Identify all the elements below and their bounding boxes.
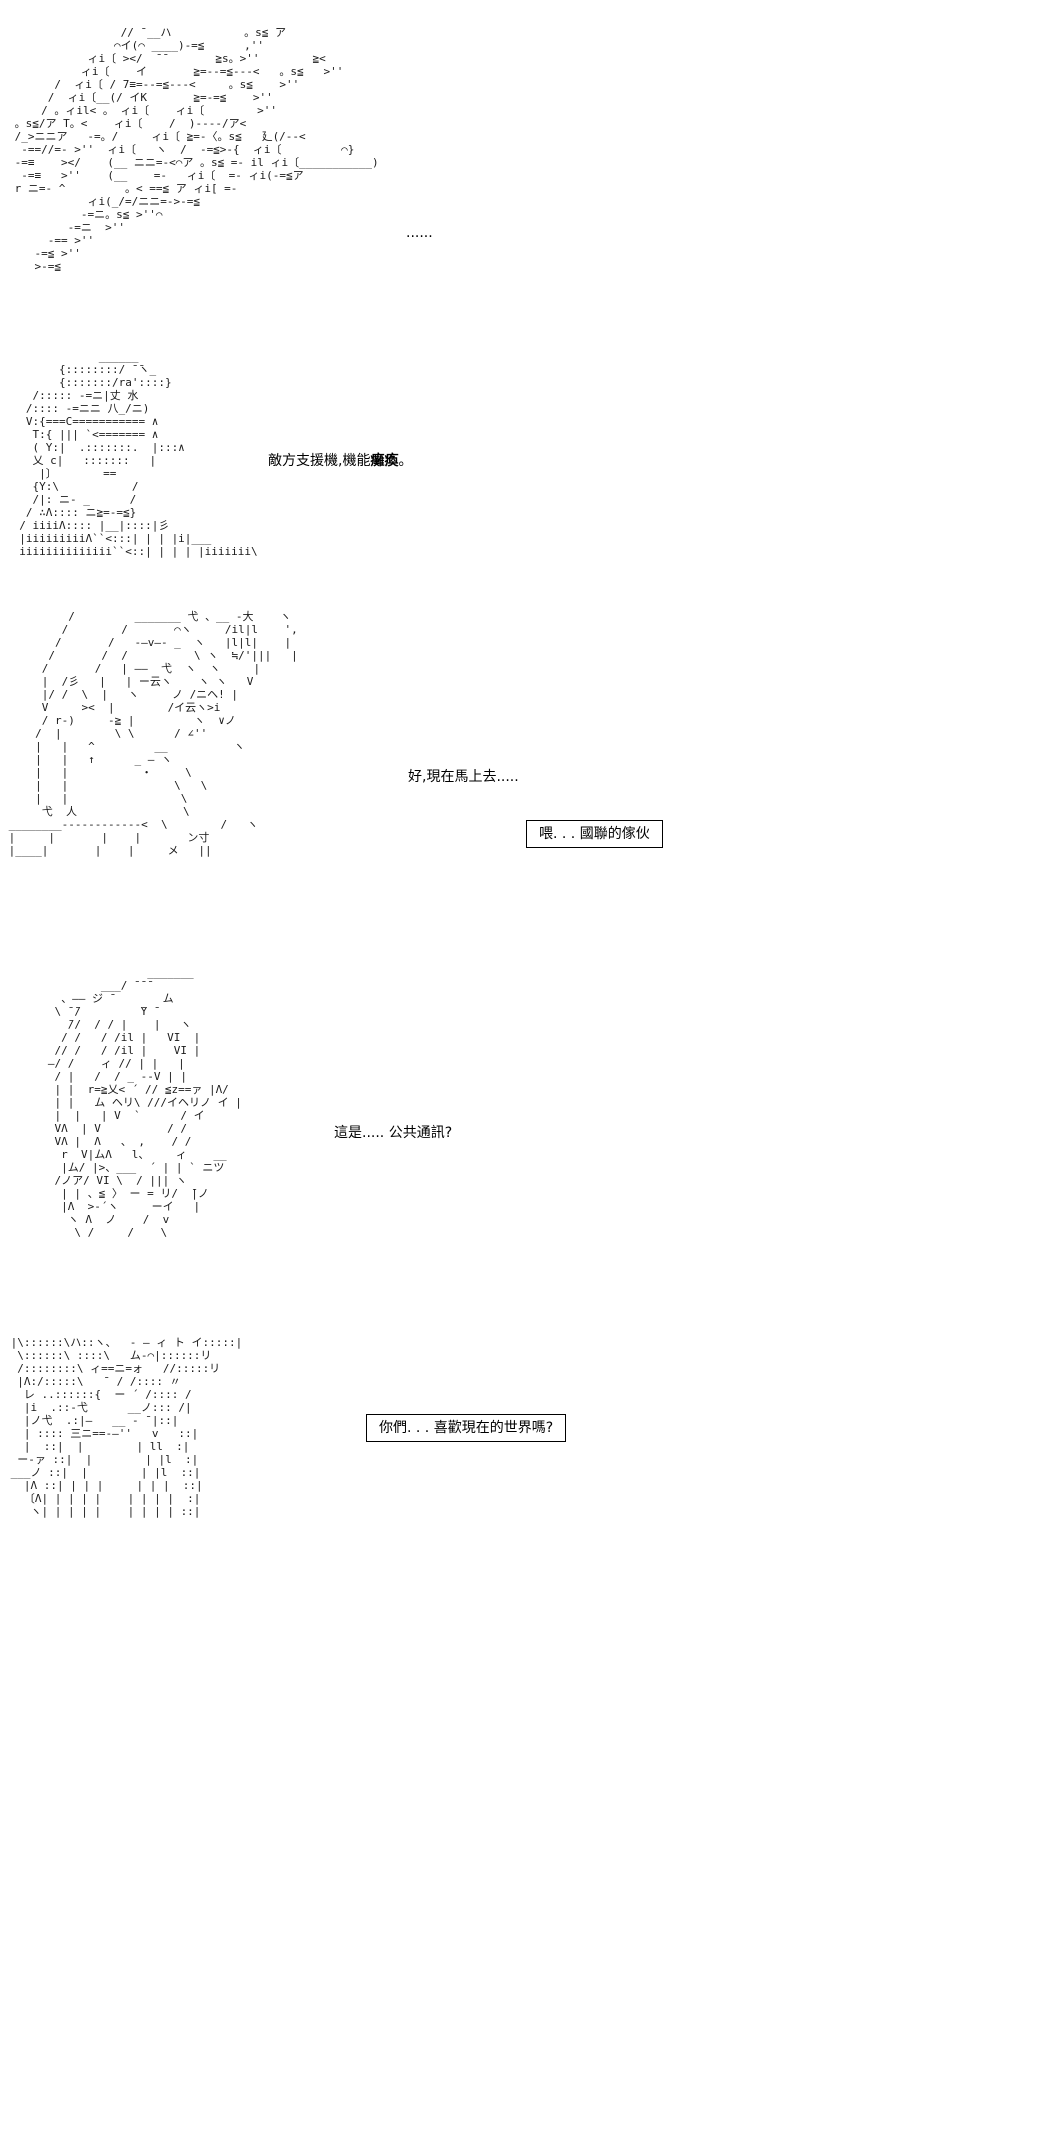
ascii-art-pilot: / _______ 弋 、__ -大 ヽ / / ⌒ヽ /il|l ', / /… bbox=[8, 610, 298, 857]
speech-box-hey-league: 喂. . . 國聯的傢伙 bbox=[526, 820, 663, 848]
ascii-art-mecha: // ̄ __ハ 。s≦ ̄ア ⌒イ(⌒ ____)-=≦ ,'' ィi〔 ><… bbox=[14, 26, 379, 273]
dialogue-support-disabled: 敵方支援機,機能癱瘓。 bbox=[268, 452, 412, 470]
narration-dots: ...... bbox=[406, 225, 433, 241]
speech-box-world-question: 你們. . . 喜歡現在的世界嗎? bbox=[366, 1414, 567, 1442]
dialogue-public-channel: 這是..... 公共通訊? bbox=[334, 1125, 453, 1141]
dialogue-text-bold: 癱瘓 bbox=[370, 453, 399, 469]
dialogue-going-now: 好,現在馬上去..... bbox=[408, 769, 519, 785]
ascii-art-figure: |\::::::\ハ::ヽ、 - ― ィ ト イ:::::| \::::::\ … bbox=[10, 1336, 243, 1518]
dialogue-text: 。 bbox=[398, 453, 413, 469]
dialogue-text: 敵方支援機,機能 bbox=[268, 453, 371, 469]
ascii-art-operator-face: ______ {::::::::/ ̄ ̄ヽ_ {:::::::/ra'::::… bbox=[19, 350, 258, 558]
ascii-art-girl: _______ ___/ ̄ ̄ ̄ 、―― ジ ̄ ム \ ̄ ̄/ ̄Y ̄… bbox=[47, 966, 242, 1239]
